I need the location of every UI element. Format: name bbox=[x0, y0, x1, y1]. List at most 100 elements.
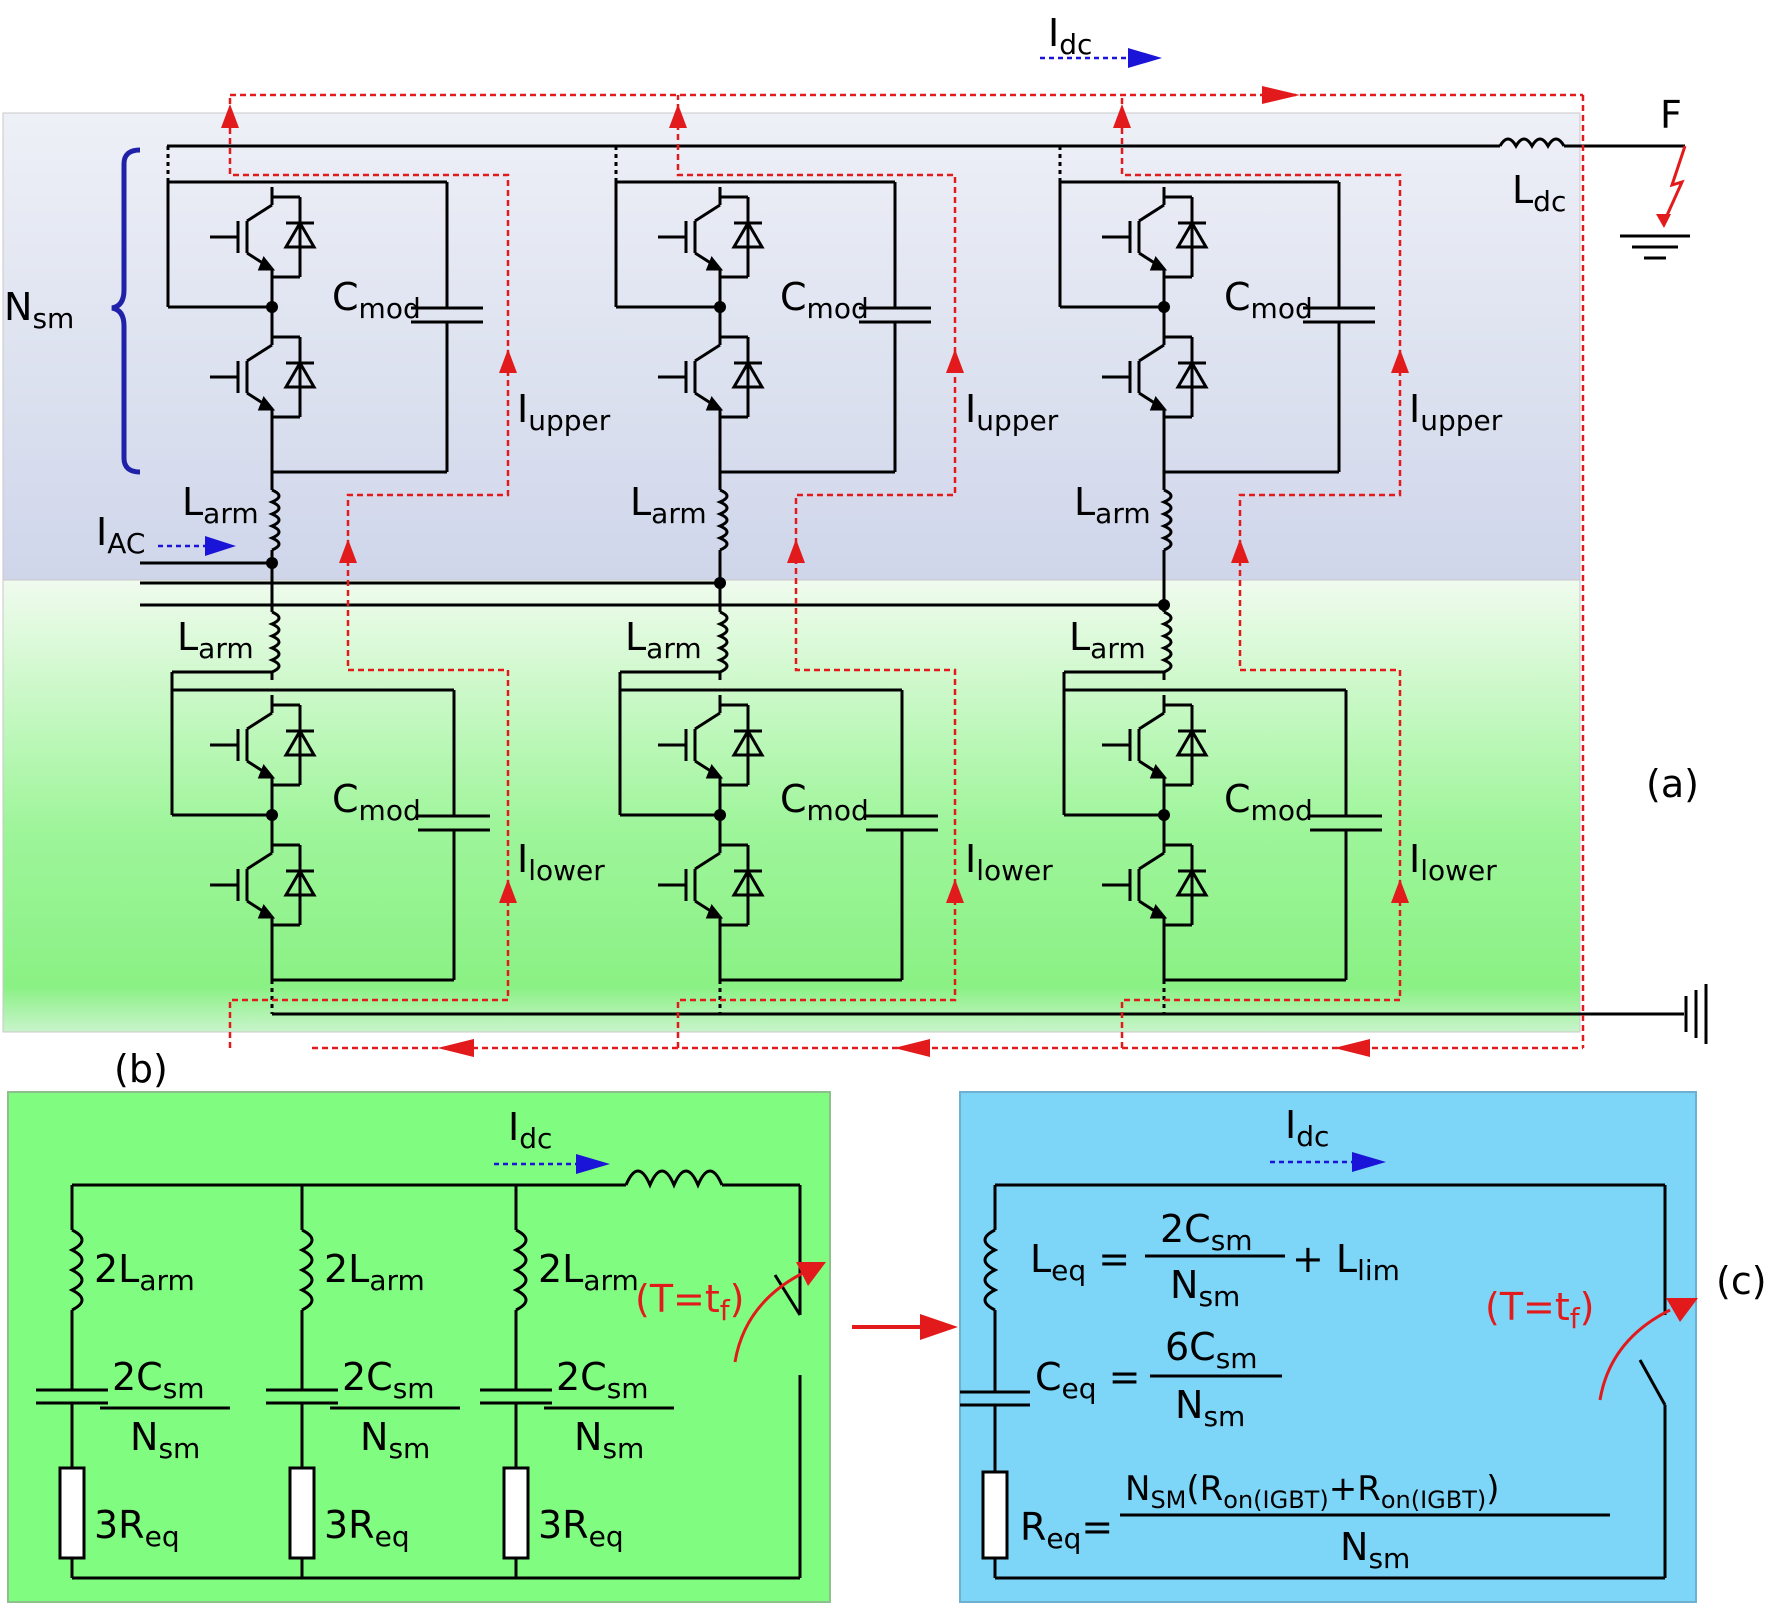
branch-cap-numerator: 2Csm bbox=[112, 1355, 205, 1405]
panel-a-label: (a) bbox=[1646, 762, 1699, 806]
panel-c-box bbox=[959, 1091, 1697, 1603]
current-arrowhead bbox=[339, 539, 357, 563]
panel-c-switch-time: (T=tf) bbox=[1485, 1285, 1594, 1335]
panel-c-label: (c) bbox=[1716, 1259, 1767, 1303]
branch-inductor bbox=[68, 1228, 84, 1312]
branch-resistor-label: 3Req bbox=[324, 1503, 410, 1553]
upper-submodule-3-igbt-lower bbox=[1102, 327, 1209, 427]
current-arrowhead bbox=[1231, 539, 1249, 563]
dc-negative-bus bbox=[272, 984, 1708, 1044]
branch-cap-numerator: 2Csm bbox=[342, 1355, 435, 1405]
branch-inductor-label: 2Larm bbox=[94, 1247, 195, 1297]
upper-submodule-3-igbt-upper bbox=[1102, 187, 1209, 287]
panel-b-switch-arrowhead bbox=[796, 1262, 826, 1286]
panel-b-wiring bbox=[72, 1169, 802, 1580]
dc-current-loop bbox=[230, 93, 1585, 1050]
lower-submodule-1-wiring bbox=[170, 688, 490, 982]
branch-cap-denominator: Nsm bbox=[130, 1415, 200, 1465]
upper-submodule-1 bbox=[166, 180, 483, 474]
lower-submodule-3 bbox=[1062, 688, 1382, 982]
larm-lower-label: Larm bbox=[625, 615, 702, 665]
branch-resistor bbox=[288, 1466, 316, 1560]
req-numerator: NSM(Ron(IGBT)+Ron(IGBT)) bbox=[1125, 1469, 1500, 1514]
ldc-label: Ldc bbox=[1512, 168, 1566, 218]
larm-upper-label: Larm bbox=[1074, 480, 1151, 530]
lower-submodule-1-igbt-upper bbox=[210, 695, 317, 795]
cmod-upper-label: Cmod bbox=[780, 275, 869, 325]
current-arrowhead bbox=[669, 104, 687, 128]
req-denominator: Nsm bbox=[1340, 1525, 1410, 1575]
fault-label: F bbox=[1660, 93, 1682, 137]
ceq-lhs: Ceq = bbox=[1035, 1355, 1140, 1405]
panel-b-switch-arc bbox=[733, 1270, 806, 1363]
ilower-label: Ilower bbox=[517, 837, 605, 887]
cmod-lower-label: Cmod bbox=[1224, 777, 1313, 827]
lower-arm-inductor bbox=[716, 610, 729, 674]
iac-arrowhead bbox=[205, 536, 236, 556]
current-arrowhead bbox=[1113, 104, 1131, 128]
upper-submodule-1-igbt-upper bbox=[210, 187, 317, 287]
lower-submodule-3-igbt-upper bbox=[1102, 695, 1209, 795]
iac-label: IAC bbox=[96, 510, 145, 560]
branch-cap-denominator: Nsm bbox=[360, 1415, 430, 1465]
leq-lhs: Leq = bbox=[1030, 1237, 1130, 1287]
cmod-lower-label: Cmod bbox=[780, 777, 869, 827]
req-lhs: Req= bbox=[1020, 1505, 1113, 1555]
lower-arm-inductor bbox=[1160, 610, 1173, 674]
branch-resistor-label: 3Req bbox=[538, 1503, 624, 1553]
branch-inductor bbox=[298, 1228, 314, 1312]
current-arrowhead bbox=[1391, 879, 1409, 903]
current-arrowhead bbox=[946, 349, 964, 373]
larm-upper-label: Larm bbox=[630, 480, 707, 530]
idc-arrowhead-top bbox=[1128, 48, 1162, 68]
fault-symbol bbox=[1620, 145, 1690, 260]
current-arrowhead bbox=[787, 539, 805, 563]
upper-submodule-2-igbt-upper bbox=[658, 187, 765, 287]
branch-inductor bbox=[512, 1228, 528, 1312]
lower-arm-band bbox=[2, 579, 1581, 1033]
current-arrowhead bbox=[499, 879, 517, 903]
idc-label-top: Idc bbox=[1048, 11, 1092, 61]
iupper-label: Iupper bbox=[517, 387, 611, 437]
branch-cap-numerator: 2Csm bbox=[556, 1355, 649, 1405]
ceq-numerator: 6Csm bbox=[1165, 1325, 1258, 1375]
iupper-label: Iupper bbox=[965, 387, 1059, 437]
branch-inductor-label: 2Larm bbox=[538, 1247, 639, 1297]
arm-current-path-1 bbox=[228, 95, 510, 1048]
panel-c-idc-label: Idc bbox=[1285, 1103, 1329, 1153]
panel-b-idc-arrowhead bbox=[576, 1154, 610, 1174]
lower-submodule-2 bbox=[618, 688, 938, 982]
larm-lower-label: Larm bbox=[1069, 615, 1146, 665]
upper-arm-inductor bbox=[1160, 488, 1173, 552]
upper-submodule-3 bbox=[1058, 180, 1375, 474]
branch-inductor-label: 2Larm bbox=[324, 1247, 425, 1297]
lower-submodule-1 bbox=[170, 688, 490, 982]
larm-upper-label: Larm bbox=[182, 480, 259, 530]
cmod-upper-label: Cmod bbox=[332, 275, 421, 325]
branch-resistor bbox=[502, 1466, 530, 1560]
nsm-brace bbox=[111, 147, 141, 475]
dc-current-arrows bbox=[438, 86, 1370, 1057]
upper-submodule-2-wiring bbox=[614, 180, 931, 474]
upper-arm-inductor bbox=[268, 488, 281, 552]
branch-resistor-label: 3Req bbox=[94, 1503, 180, 1553]
current-arrowhead bbox=[946, 879, 964, 903]
upper-arm-band bbox=[2, 112, 1581, 581]
panel-c-wiring bbox=[960, 1183, 1667, 1580]
nsm-label: Nsm bbox=[4, 285, 74, 335]
panel-b-label: (b) bbox=[114, 1047, 168, 1091]
panel-c-switch-arc bbox=[1598, 1308, 1671, 1401]
ac-lines bbox=[140, 561, 1164, 607]
upper-submodule-2-igbt-lower bbox=[658, 327, 765, 427]
leq-numerator: 2Csm bbox=[1160, 1207, 1253, 1257]
panel-b-switch-time: (T=tf) bbox=[635, 1277, 744, 1327]
upper-submodule-2 bbox=[614, 180, 931, 474]
arm-current-path-2 bbox=[676, 95, 957, 1048]
panel-b-idc-label: Idc bbox=[508, 1105, 552, 1155]
